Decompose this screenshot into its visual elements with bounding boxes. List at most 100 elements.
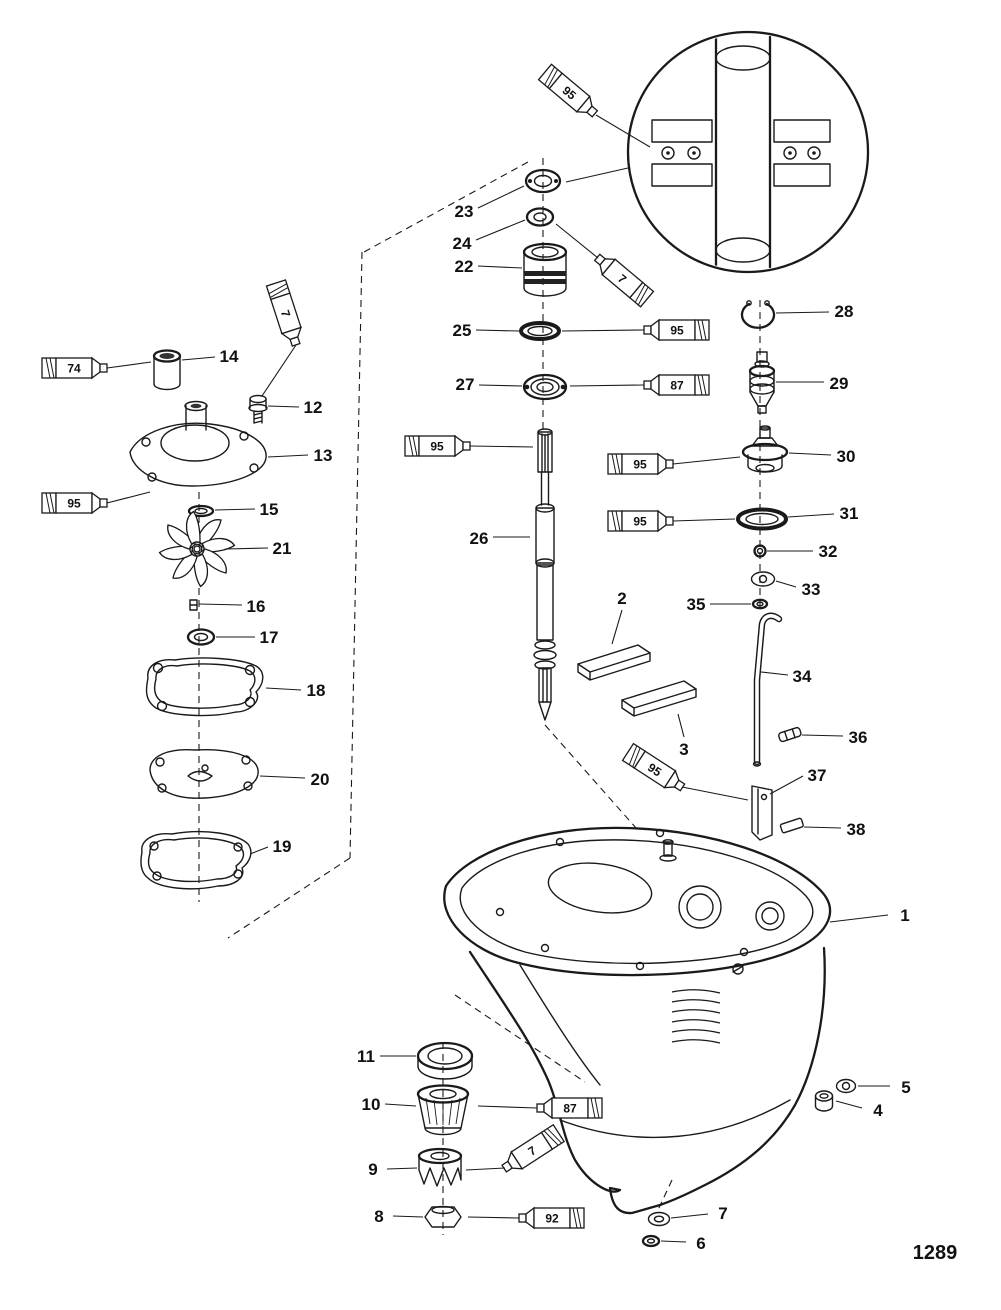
inset-detail-circle [565, 30, 870, 274]
callout-27: 27 [456, 375, 475, 394]
callout-14: 14 [220, 347, 239, 366]
callout-21: 21 [273, 539, 292, 558]
callout-37: 37 [808, 766, 827, 785]
callout-17: 17 [260, 628, 279, 647]
callout-26: 26 [470, 529, 489, 548]
part-5-washer [835, 1078, 857, 1094]
part-34-shift-rod [752, 612, 783, 767]
part-30-cap [741, 425, 789, 473]
part-9-pinion-gear [417, 1147, 463, 1187]
shift-group [736, 300, 804, 841]
lube-tube-87-bearing: 87 [643, 374, 710, 396]
lube-tube-label: 87 [670, 379, 684, 393]
part-14-bushing [152, 349, 182, 391]
callout-32: 32 [819, 542, 838, 561]
callout-33: 33 [802, 580, 821, 599]
callout-9: 9 [368, 1160, 377, 1179]
part-15-seal [187, 504, 215, 518]
callout-31: 31 [840, 504, 859, 523]
callout-15: 15 [260, 500, 279, 519]
part-35-ring [751, 598, 769, 610]
callout-36: 36 [849, 728, 868, 747]
lube-tube-95-pump: 95 [41, 492, 108, 514]
lube-tube-95-driveshaft: 95 [404, 435, 471, 457]
callout-38: 38 [847, 820, 866, 839]
callout-4: 4 [873, 1101, 883, 1120]
callout-7: 7 [718, 1204, 727, 1223]
part-37-bracket [751, 785, 773, 841]
lube-tube-7-gear: 7 [498, 1124, 565, 1178]
part-33-washer [750, 571, 776, 587]
part-16-key [189, 599, 198, 611]
callout-18: 18 [307, 681, 326, 700]
callout-6: 6 [696, 1234, 705, 1253]
leader-lines [106, 114, 890, 1243]
callout-8: 8 [374, 1207, 383, 1226]
part-27-bearing [522, 373, 568, 401]
part-22-sleeve [522, 242, 568, 297]
lube-tube-7-bolt: 7 [265, 279, 307, 349]
part-29-carrier [748, 351, 776, 414]
callout-29: 29 [830, 374, 849, 393]
part-36-pin [778, 726, 802, 743]
part-28-circlip [740, 300, 776, 329]
callout-35: 35 [687, 595, 706, 614]
lube-tube-label: 87 [563, 1102, 577, 1116]
part-31-o-ring [736, 507, 788, 531]
lube-tube-label: 95 [670, 324, 684, 338]
part-10-tapered-bearing [416, 1084, 470, 1136]
part-19-gasket [140, 830, 252, 890]
part-11-race [416, 1041, 474, 1080]
callout-3: 3 [679, 740, 688, 759]
lube-tube-95-inset: 95 [537, 63, 602, 123]
lube-tube-95-bracket: 95 [621, 742, 689, 797]
callout-1: 1 [900, 906, 909, 925]
part-7-washer [647, 1211, 671, 1227]
callout-25: 25 [453, 321, 472, 340]
callout-labels: 1 2 3 4 5 6 7 8 9 10 11 12 13 14 15 16 1… [220, 202, 911, 1253]
lube-tubes: 95 7 95 87 95 95 95 95 74 7 95 [41, 63, 710, 1229]
lube-tube-7-upper: 7 [590, 249, 655, 308]
lower-bearing-group [416, 1041, 857, 1248]
callout-16: 16 [247, 597, 266, 616]
lube-tube-95-oring: 95 [643, 319, 710, 341]
part-4-plug [814, 1090, 834, 1112]
callout-20: 20 [311, 770, 330, 789]
callout-12: 12 [304, 398, 323, 417]
lube-tube-74-bushing: 74 [41, 357, 108, 379]
lube-tube-label: 95 [430, 440, 444, 454]
part-13-pump-housing [129, 400, 267, 487]
callout-10: 10 [362, 1095, 381, 1114]
vent-slats [671, 989, 721, 1044]
part-32-ring [753, 544, 767, 558]
part-8-nut [424, 1205, 462, 1228]
lube-tube-label: 74 [67, 362, 81, 376]
lube-tube-label: 95 [633, 458, 647, 472]
part-12-bolt [248, 394, 268, 424]
part-25-o-ring [519, 321, 561, 341]
callout-5: 5 [901, 1078, 910, 1097]
part-26-driveshaft [533, 428, 557, 721]
part-3-shim [621, 680, 697, 717]
driveshaft-group [519, 168, 697, 721]
callout-22: 22 [455, 257, 474, 276]
lube-tube-87-lower-bearing: 87 [536, 1097, 603, 1119]
callout-34: 34 [793, 667, 812, 686]
part-38-pin [779, 817, 804, 834]
lube-tube-92-nut: 92 [518, 1207, 585, 1229]
part-1-gear-housing [443, 826, 832, 1215]
part-6-ring [641, 1234, 661, 1248]
lube-tube-label: 92 [545, 1212, 559, 1226]
lube-tube-95-cap: 95 [607, 453, 674, 475]
callout-23: 23 [455, 202, 474, 221]
part-21-impeller [158, 510, 236, 588]
callout-24: 24 [453, 234, 472, 253]
page-number: 1289 [913, 1242, 958, 1264]
callout-30: 30 [837, 447, 856, 466]
callout-13: 13 [314, 446, 333, 465]
part-2-shim [577, 644, 651, 681]
lube-tube-label: 7 [278, 308, 293, 319]
callout-28: 28 [835, 302, 854, 321]
part-23-bearing [524, 168, 562, 194]
callout-19: 19 [273, 837, 292, 856]
